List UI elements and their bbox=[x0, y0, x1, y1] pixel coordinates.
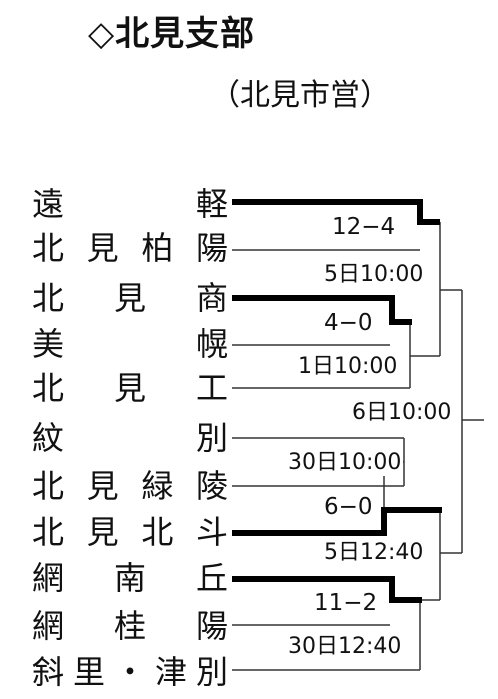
team-char: 斗 bbox=[195, 513, 228, 551]
bracket-winner-lines bbox=[232, 199, 442, 603]
match-score: 11−2 bbox=[312, 590, 380, 616]
team-char: 網 bbox=[32, 559, 65, 597]
team-char: 北 bbox=[32, 467, 65, 505]
winner-line bbox=[232, 295, 412, 325]
team-char: 商 bbox=[195, 279, 228, 317]
team-entry-5: 北 見 工 bbox=[32, 368, 228, 408]
match-schedule: 30日12:40 bbox=[286, 634, 404, 660]
team-char: 里 bbox=[72, 653, 105, 691]
match-score: 12−4 bbox=[330, 214, 398, 240]
team-char: 工 bbox=[195, 369, 228, 407]
team-char: 陽 bbox=[195, 607, 228, 645]
team-entry-6: 紋 別 bbox=[32, 418, 228, 458]
team-entry-7: 北 見 緑 陵 bbox=[32, 466, 228, 506]
team-char: 陽 bbox=[195, 229, 228, 267]
team-char: 北 bbox=[32, 279, 65, 317]
team-char: 北 bbox=[32, 513, 65, 551]
team-char: 遠 bbox=[32, 185, 65, 223]
team-char: ・ bbox=[113, 653, 146, 691]
team-char: 網 bbox=[32, 607, 65, 645]
semifinal-schedule: 6日10:00 bbox=[350, 400, 454, 426]
match-schedule: 1日10:00 bbox=[296, 354, 400, 380]
team-char: 紋 bbox=[32, 419, 65, 457]
team-char: 北 bbox=[32, 229, 65, 267]
team-char: 別 bbox=[195, 419, 228, 457]
team-char: 見 bbox=[86, 513, 119, 551]
team-char: 見 bbox=[113, 279, 146, 317]
venue-label: （北見市営） bbox=[210, 78, 390, 113]
team-char: 北 bbox=[141, 513, 174, 551]
team-entry-1: 遠 軽 bbox=[32, 184, 228, 224]
team-char: 津 bbox=[154, 653, 187, 691]
team-entry-8: 北 見 北 斗 bbox=[32, 512, 228, 552]
team-char: 見 bbox=[86, 229, 119, 267]
team-char: 桂 bbox=[113, 607, 146, 645]
team-char: 別 bbox=[195, 653, 228, 691]
team-char: 北 bbox=[32, 369, 65, 407]
team-entry-2: 北 見 柏 陽 bbox=[32, 228, 228, 268]
bracket-thin-lines bbox=[232, 221, 484, 671]
team-char: 丘 bbox=[195, 559, 228, 597]
match-schedule: 5日12:40 bbox=[322, 540, 426, 566]
first-round-schedule: 30日10:00 bbox=[286, 450, 404, 476]
team-entry-4: 美 幌 bbox=[32, 324, 228, 364]
team-char: 見 bbox=[86, 467, 119, 505]
team-char: 緑 bbox=[141, 467, 174, 505]
winner-line bbox=[232, 199, 440, 225]
team-char: 幌 bbox=[195, 325, 228, 363]
team-entry-3: 北 見 商 bbox=[32, 278, 228, 318]
team-char: 柏 bbox=[141, 229, 174, 267]
winner-line bbox=[232, 507, 442, 536]
match-score: 4−0 bbox=[322, 310, 375, 336]
team-char: 斜 bbox=[32, 653, 65, 691]
team-char: 南 bbox=[113, 559, 146, 597]
match-schedule: 5日10:00 bbox=[322, 262, 426, 288]
team-char: 美 bbox=[32, 325, 65, 363]
team-entry-10: 網 桂 陽 bbox=[32, 606, 228, 646]
team-entry-9: 網 南 丘 bbox=[32, 558, 228, 598]
team-char: 軽 bbox=[195, 185, 228, 223]
team-entry-11: 斜 里 ・ 津 別 bbox=[32, 652, 228, 692]
match-score: 6−0 bbox=[322, 494, 375, 520]
winner-line bbox=[232, 576, 422, 603]
page-title: ◇北見支部 bbox=[88, 14, 256, 54]
team-char: 見 bbox=[113, 369, 146, 407]
team-char: 陵 bbox=[195, 467, 228, 505]
